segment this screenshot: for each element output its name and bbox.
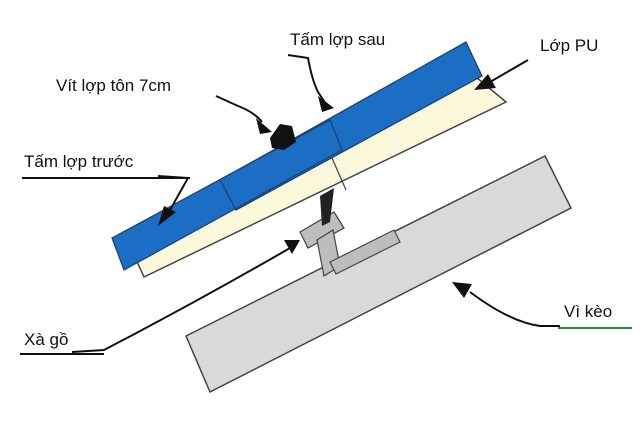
arrowhead-front-sheet	[158, 206, 176, 226]
arrowhead-rafter	[452, 282, 472, 298]
leader-pu-layer	[489, 59, 529, 83]
label-vit-lop-ton: Vít lợp tôn 7cm	[56, 76, 172, 95]
label-tam-lop-sau: Tấm lợp sau	[290, 30, 386, 49]
rafter-beam	[185, 154, 573, 394]
label-vi-keo: Vì kèo	[564, 302, 613, 321]
leader-purlin	[71, 247, 291, 353]
leader-screw	[215, 95, 263, 123]
arrowhead-rear-sheet	[318, 96, 334, 112]
roof-screw	[270, 124, 334, 226]
pu-layer-seam	[331, 157, 347, 191]
label-xa-go: Xà gồ	[24, 330, 69, 349]
arrowhead-purlin	[284, 240, 300, 254]
leader-rear-sheet	[287, 54, 327, 105]
front-roof-sheet	[111, 119, 343, 271]
label-tam-lop-truoc: Tấm lợp trước	[24, 152, 134, 171]
label-lop-pu: Lớp PU	[540, 36, 599, 55]
leader-rafter	[469, 291, 560, 327]
roof-sheet-seam	[219, 179, 237, 211]
arrowhead-screw	[256, 118, 272, 134]
arrowhead-pu-layer	[474, 74, 496, 90]
